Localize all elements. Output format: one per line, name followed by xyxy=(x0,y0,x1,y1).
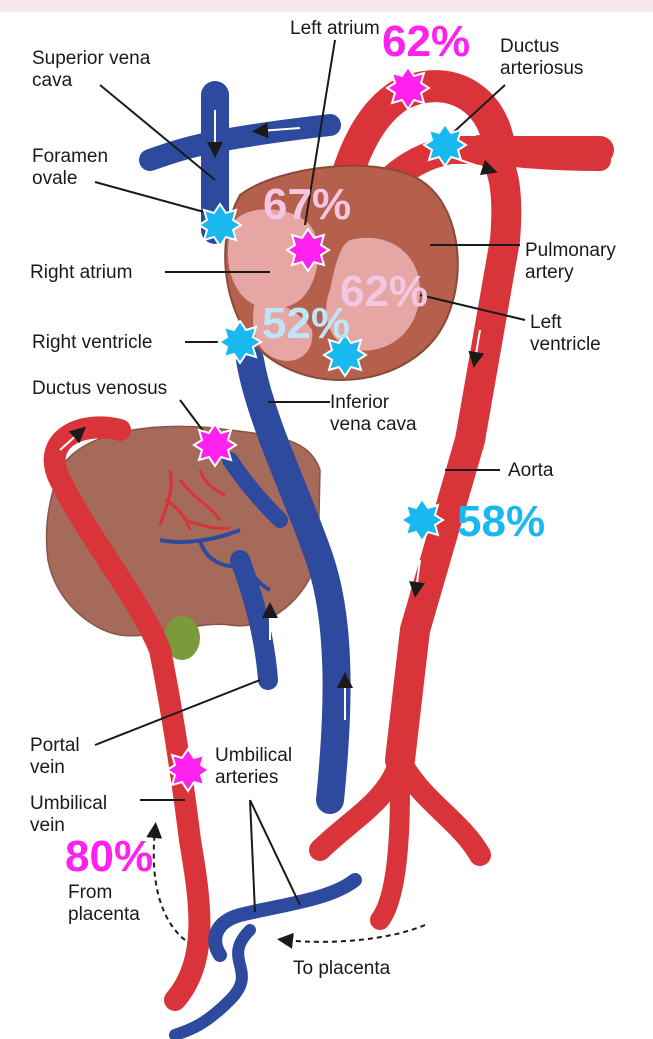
saturation-left-ventricle: 62% xyxy=(340,270,428,314)
saturation-umbilical-vein: 80% xyxy=(65,835,153,879)
label-left-atrium: Left atrium xyxy=(290,18,380,40)
brachiocephalic-vein xyxy=(150,125,330,160)
label-right-atrium: Right atrium xyxy=(30,262,132,284)
marker-foramen-ovale xyxy=(199,204,241,246)
saturation-ductus-arteriosus-top: 62% xyxy=(382,20,470,64)
marker-ductus-arteriosus-top xyxy=(387,67,429,109)
saturation-right-ventricle: 52% xyxy=(262,302,350,346)
marker-right-ventricle xyxy=(219,321,261,363)
iliac-right xyxy=(400,760,480,855)
umbilical-artery-red xyxy=(380,790,400,920)
saturation-left-atrium: 67% xyxy=(263,183,351,227)
marker-left-atrium xyxy=(287,229,329,271)
saturation-descending-aorta: 58% xyxy=(457,500,545,544)
label-right-ventricle: Right ventricle xyxy=(32,332,152,354)
marker-umbilical-vein xyxy=(167,749,209,791)
marker-descending-aorta xyxy=(401,499,443,541)
label-aorta: Aorta xyxy=(508,460,553,482)
left-pulmonary-branch xyxy=(450,150,600,160)
label-ductus-venosus: Ductus venosus xyxy=(32,378,167,400)
marker-ductus-venosus xyxy=(194,424,236,466)
to-placenta-arrow xyxy=(285,925,425,942)
label-to-placenta: To placenta xyxy=(293,958,390,980)
marker-ductus-arteriosus xyxy=(424,124,466,166)
